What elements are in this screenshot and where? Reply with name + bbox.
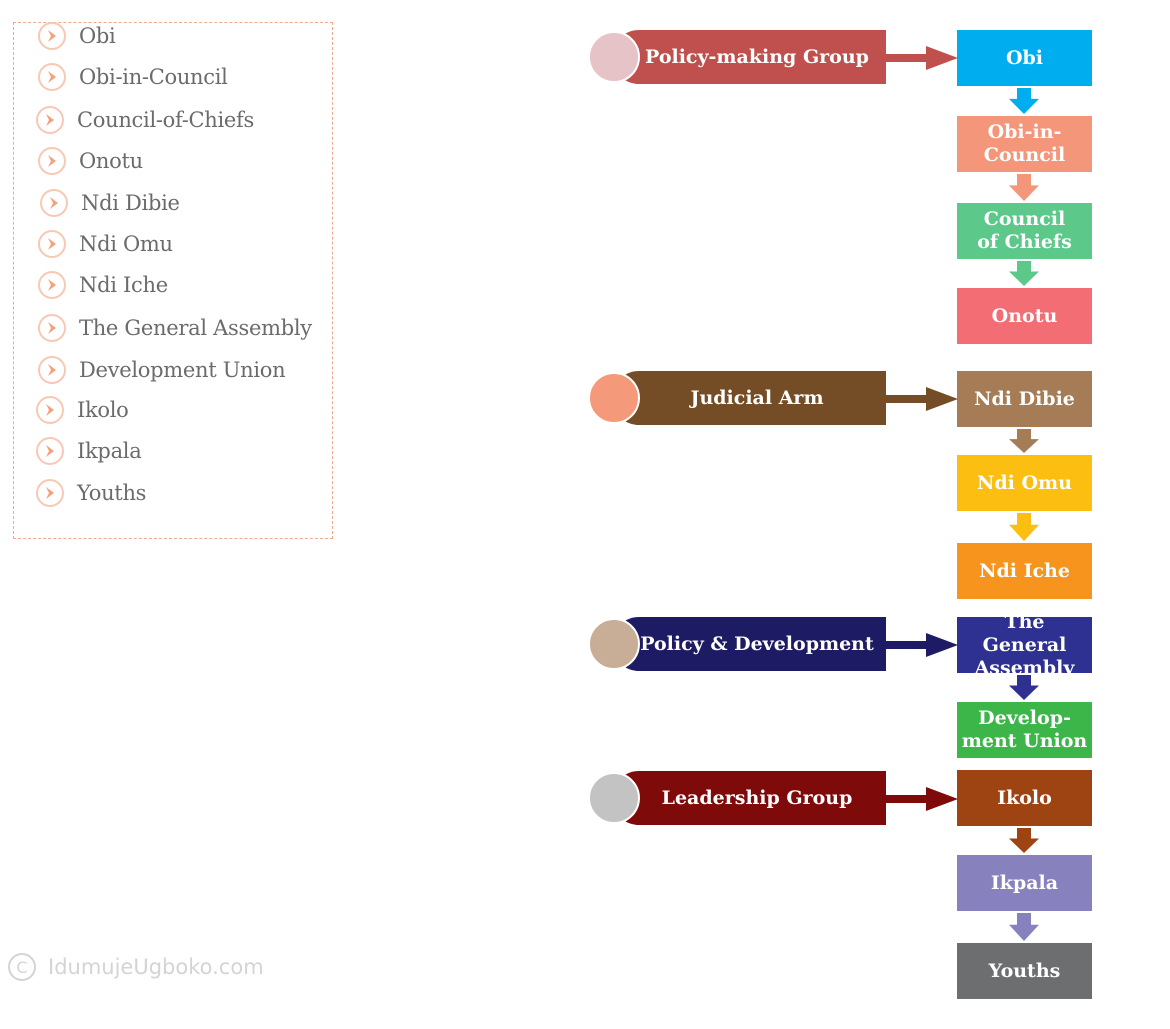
legend-item: Development Union (38, 355, 286, 385)
down-arrow (1009, 88, 1039, 118)
node-label: Obi (1005, 46, 1044, 69)
down-arrow (1009, 261, 1039, 290)
group-pill: Policy-making Group (588, 30, 886, 84)
legend-item: Council-of-Chiefs (36, 105, 254, 135)
chevron-right-icon (38, 63, 66, 91)
node-label: Onotu (991, 304, 1058, 327)
legend-item: Ndi Iche (38, 270, 168, 300)
group-label: Policy-making Group (612, 30, 886, 84)
node-label: Youths (988, 959, 1061, 982)
legend-item-label: Development Union (79, 358, 286, 382)
chevron-right-icon (40, 189, 68, 217)
legend-item: The General Assembly (38, 313, 312, 343)
node-box: Ndi Omu (957, 455, 1092, 511)
node-box: Obi (957, 30, 1092, 86)
node-label: Ikpala (990, 871, 1059, 894)
legend-item: Ndi Omu (38, 229, 173, 259)
node-box: Ndi Dibie (957, 371, 1092, 427)
watermark: C IdumujeUgboko.com (8, 953, 264, 981)
copyright-icon: C (8, 953, 36, 981)
chevron-right-icon (38, 147, 66, 175)
legend-item: Onotu (38, 146, 143, 176)
down-arrow (1009, 429, 1039, 457)
node-box: The General Assembly (957, 611, 1092, 679)
connector-arrow (886, 787, 958, 815)
connector-arrow (886, 387, 958, 415)
legend-item: Ikolo (36, 395, 129, 425)
node-box: Youths (957, 943, 1092, 999)
group-label: Policy & Development (612, 617, 886, 671)
node-box: Ndi Iche (957, 543, 1092, 599)
legend-item-label: Ikpala (77, 439, 142, 463)
legend-item-label: Ndi Omu (79, 232, 173, 256)
node-box: Develop- ment Union (957, 702, 1092, 758)
legend-item-label: Ikolo (77, 398, 129, 422)
node-label: Council of Chiefs (977, 208, 1072, 253)
chevron-right-icon (36, 479, 64, 507)
legend-item-label: The General Assembly (79, 316, 312, 340)
legend-item: Youths (36, 478, 146, 508)
group-label: Judicial Arm (612, 371, 886, 425)
down-arrow (1009, 513, 1039, 545)
node-label: The General Assembly (974, 610, 1075, 679)
node-box: Ikolo (957, 770, 1092, 826)
legend-item: Ndi Dibie (40, 188, 180, 218)
node-box: Council of Chiefs (957, 203, 1092, 259)
node-label: Ndi Dibie (974, 387, 1075, 410)
node-label: Obi-in- Council (983, 121, 1066, 166)
legend-item-label: Obi (79, 24, 116, 48)
chevron-right-icon (36, 106, 64, 134)
node-box: Onotu (957, 288, 1092, 344)
down-arrow (1009, 828, 1039, 857)
legend-item-label: Youths (77, 481, 147, 505)
group-circle (588, 31, 640, 83)
node-label: Ikolo (997, 786, 1052, 809)
connector-arrow (886, 633, 958, 661)
node-box: Ikpala (957, 855, 1092, 911)
chevron-right-icon (38, 356, 66, 384)
node-label: Develop- ment Union (961, 707, 1088, 752)
chevron-right-icon (38, 230, 66, 258)
down-arrow (1009, 174, 1039, 205)
legend-item: Obi-in-Council (38, 62, 228, 92)
legend-item-label: Onotu (79, 149, 143, 173)
group-pill: Leadership Group (588, 771, 886, 825)
group-circle (588, 772, 640, 824)
node-label: Ndi Iche (979, 559, 1070, 582)
chevron-right-icon (38, 314, 66, 342)
watermark-text: IdumujeUgboko.com (48, 955, 264, 979)
chevron-right-icon (36, 437, 64, 465)
legend-item-label: Council-of-Chiefs (77, 108, 254, 132)
chevron-right-icon (38, 271, 66, 299)
node-label: Ndi Omu (977, 471, 1072, 494)
legend-item-label: Ndi Dibie (81, 191, 180, 215)
group-pill: Policy & Development (588, 617, 886, 671)
group-label: Leadership Group (612, 771, 886, 825)
group-pill: Judicial Arm (588, 371, 886, 425)
legend-item-label: Obi-in-Council (79, 65, 228, 89)
legend-item-label: Ndi Iche (79, 273, 168, 297)
down-arrow (1009, 913, 1039, 945)
chevron-right-icon (36, 396, 64, 424)
connector-arrow (886, 46, 958, 74)
node-box: Obi-in- Council (957, 116, 1092, 172)
group-circle (588, 618, 640, 670)
legend-item: Ikpala (36, 436, 142, 466)
down-arrow (1009, 675, 1039, 704)
legend-item: Obi (38, 21, 116, 51)
group-circle (588, 372, 640, 424)
chevron-right-icon (38, 22, 66, 50)
